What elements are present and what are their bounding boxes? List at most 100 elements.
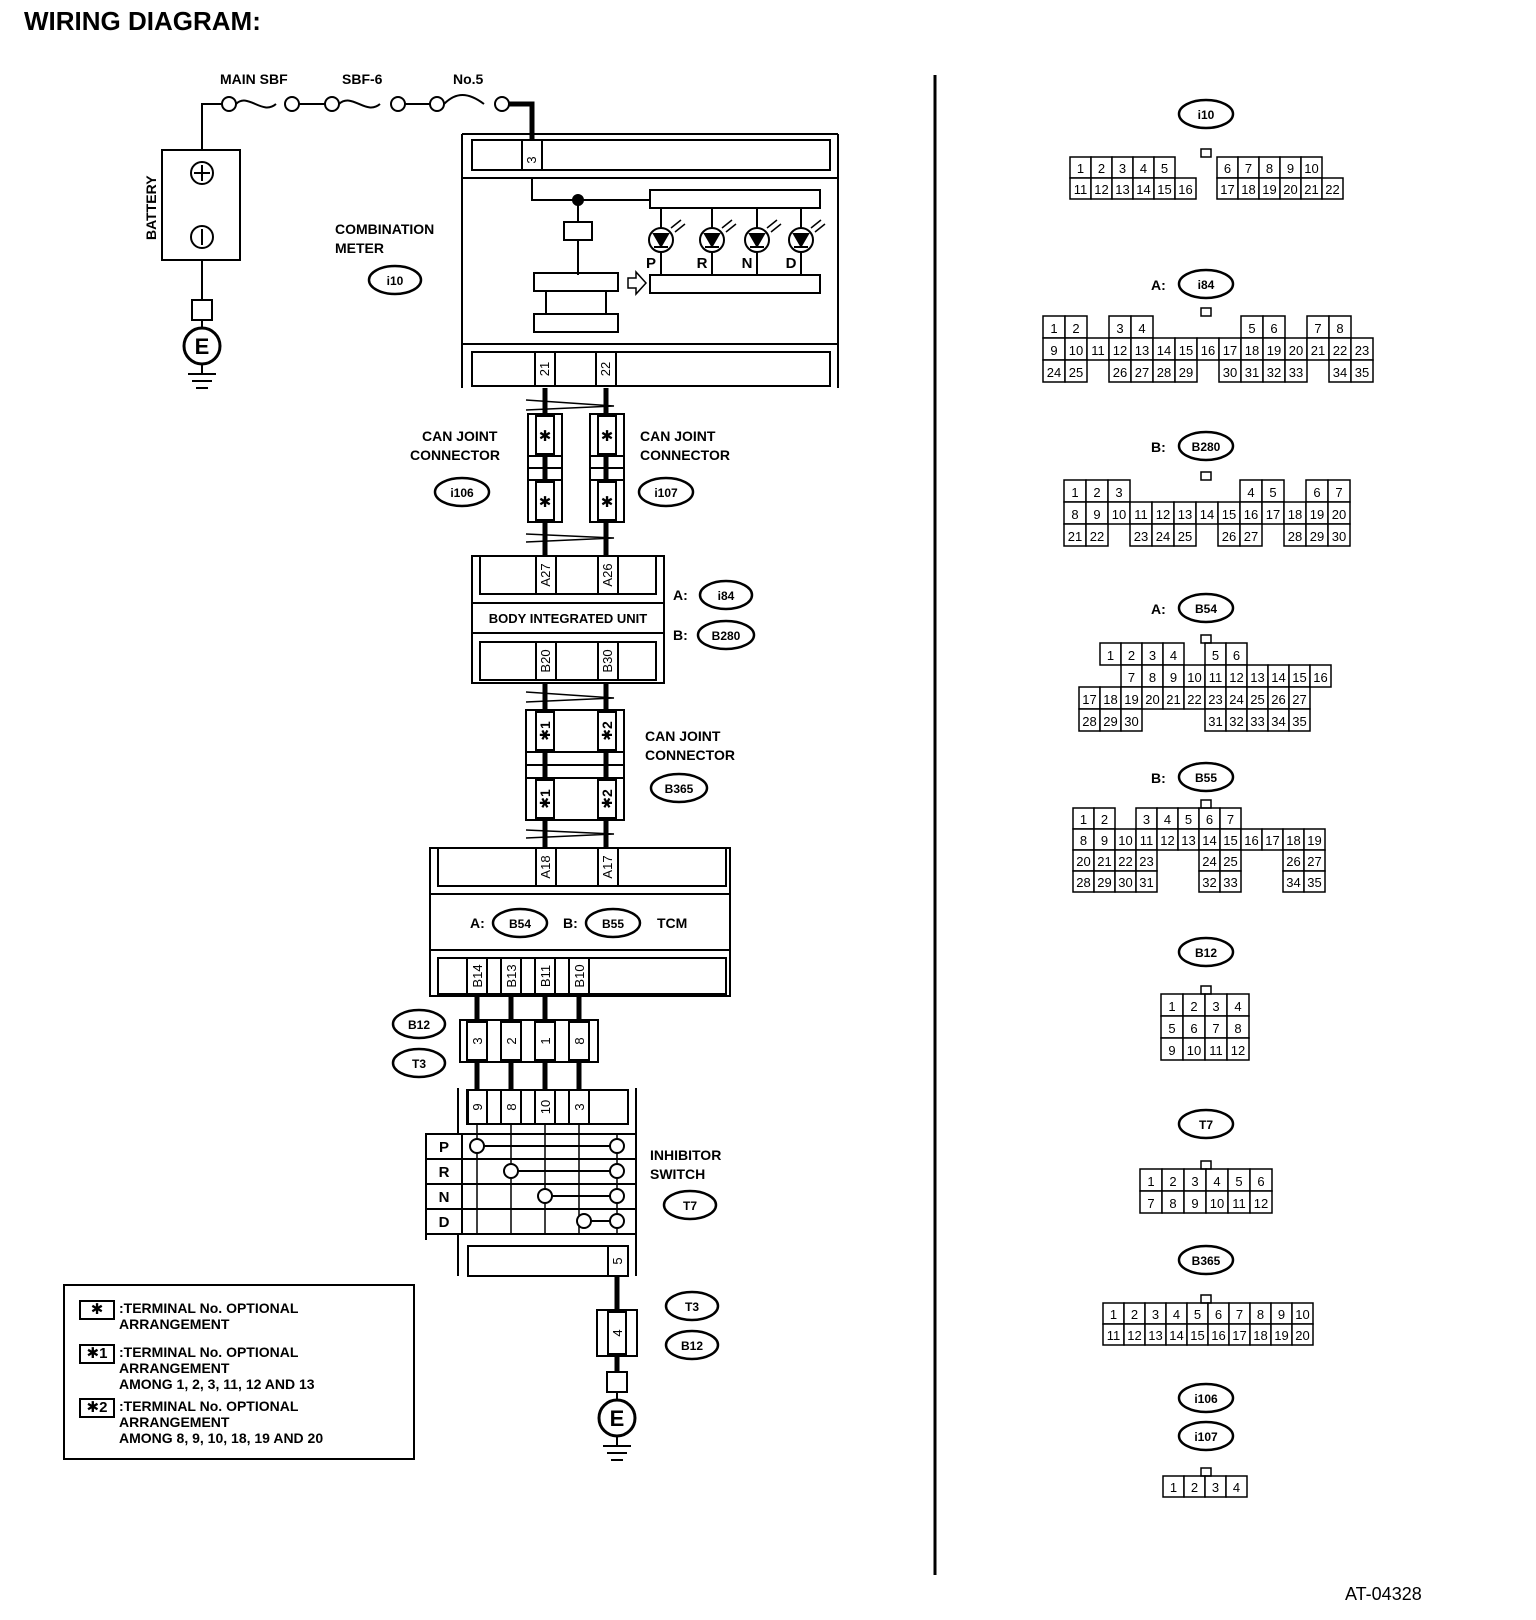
connector-pin-number: 22 bbox=[1325, 182, 1339, 197]
tcm-pin-b10: B10 bbox=[572, 964, 587, 987]
connector-pin-number: 11 bbox=[1232, 1196, 1246, 1211]
connector-pin-number: 9 bbox=[1168, 1043, 1175, 1058]
connector-pin-number: 13 bbox=[1115, 182, 1129, 197]
connector-pin-number: 12 bbox=[1094, 182, 1108, 197]
connector-pin-number: 32 bbox=[1229, 714, 1243, 729]
connector-pin-number: 13 bbox=[1250, 670, 1264, 685]
connector-pin-cell bbox=[1219, 870, 1242, 893]
switch-ground-label: E bbox=[610, 1406, 625, 1431]
connector-pin-number: 4 bbox=[1173, 1307, 1180, 1322]
connector-pin-number: 29 bbox=[1179, 365, 1193, 380]
connector-pin-number: 4 bbox=[1233, 1480, 1240, 1495]
inhibitor-position-p: P bbox=[439, 1139, 449, 1156]
connector-pin-number: 17 bbox=[1232, 1328, 1246, 1343]
document-id: AT-04328 bbox=[1345, 1584, 1422, 1604]
biu-b-prefix: B: bbox=[673, 627, 688, 643]
connector-pin-number: 6 bbox=[1190, 1021, 1197, 1036]
connector-pin-number: 13 bbox=[1135, 343, 1149, 358]
connector-pin-cell bbox=[1321, 177, 1344, 200]
connector-view-prefix: B: bbox=[1151, 439, 1166, 455]
connector-pin-number: 9 bbox=[1287, 161, 1294, 176]
connector-view-code: i106 bbox=[1194, 1392, 1218, 1406]
connector-pin-cell bbox=[1135, 870, 1158, 893]
connector-pin-number: 21 bbox=[1068, 529, 1082, 544]
connector-pin-cell bbox=[1174, 359, 1198, 383]
connector-pin-number: 23 bbox=[1208, 692, 1222, 707]
connector-pin-number: 10 bbox=[1187, 1043, 1201, 1058]
biu-a-code: i84 bbox=[718, 589, 735, 603]
led-label-r: R bbox=[697, 255, 708, 272]
connector-pin-number: 1 bbox=[1170, 1480, 1177, 1495]
tcm-a-prefix: A: bbox=[470, 915, 485, 931]
tcm-b-prefix: B: bbox=[563, 915, 578, 931]
connector-pin-number: 26 bbox=[1271, 692, 1285, 707]
connector-pin-cell bbox=[1225, 1475, 1248, 1498]
connector-pin-number: 11 bbox=[1140, 833, 1154, 848]
combination-meter-label-line1: COMBINATION bbox=[335, 221, 434, 237]
connector-pin-number: 10 bbox=[1295, 1307, 1309, 1322]
tcm-pin-b14: B14 bbox=[470, 964, 485, 987]
connector-pin-number: 15 bbox=[1157, 182, 1171, 197]
connector-pin-number: 24 bbox=[1047, 365, 1061, 380]
connector-pin-number: 19 bbox=[1310, 507, 1324, 522]
connector-pin-number: 12 bbox=[1127, 1328, 1141, 1343]
connector-pin-number: 10 bbox=[1118, 833, 1132, 848]
legend-text: :TERMINAL No. OPTIONAL ARRANGEMENT bbox=[119, 1300, 299, 1332]
legend-symbol: ✱2 bbox=[79, 1398, 115, 1418]
connector-pin-number: 5 bbox=[1248, 321, 1255, 336]
tcm-pin-a18: A18 bbox=[538, 855, 553, 878]
connector-pin-number: 10 bbox=[1069, 343, 1083, 358]
connector-pin-cell bbox=[1226, 1037, 1250, 1061]
connector-pin-number: 7 bbox=[1128, 670, 1135, 685]
connector-pin-number: 5 bbox=[1168, 1021, 1175, 1036]
connector-pin-cell bbox=[1327, 523, 1351, 547]
biu-b-code: B280 bbox=[712, 629, 741, 643]
connector-lock-tab bbox=[1200, 1294, 1212, 1304]
connector-pin-number: 18 bbox=[1253, 1328, 1267, 1343]
i106-star-lower: ✱ bbox=[539, 494, 552, 511]
legend-symbol: ✱1 bbox=[79, 1344, 115, 1364]
can-joint-i106-i107: ✱ ✱ ✱ ✱ CAN JOINT CONNECTOR i106 CAN JOI… bbox=[410, 388, 730, 556]
connector-view-code: B12 bbox=[1195, 946, 1217, 960]
connector-pin-number: 2 bbox=[1101, 812, 1108, 827]
led-label-d: D bbox=[786, 255, 797, 272]
t3-code: T3 bbox=[412, 1057, 426, 1071]
connector-pin-number: 27 bbox=[1292, 692, 1306, 707]
connector-pin-number: 19 bbox=[1274, 1328, 1288, 1343]
fuse-main-sbf-label: MAIN SBF bbox=[220, 71, 288, 87]
connector-pin-number: 30 bbox=[1332, 529, 1346, 544]
connector-pin-number: 11 bbox=[1074, 182, 1088, 197]
connector-pin-number: 8 bbox=[1266, 161, 1273, 176]
connector-pin-number: 13 bbox=[1181, 833, 1195, 848]
connector-pin-number: 20 bbox=[1076, 854, 1090, 869]
connector-view-code: B365 bbox=[1192, 1254, 1221, 1268]
connector-pin-number: 6 bbox=[1233, 648, 1240, 663]
connector-pin-number: 1 bbox=[1071, 485, 1078, 500]
connector-code-oval bbox=[1177, 1244, 1235, 1276]
connector-pin-number: 2 bbox=[1131, 1307, 1138, 1322]
connector-pin-number: 12 bbox=[1113, 343, 1127, 358]
connector-pin-number: 24 bbox=[1202, 854, 1216, 869]
connector-pin-number: 7 bbox=[1245, 161, 1252, 176]
led-icon bbox=[703, 233, 721, 248]
connector-pin-number: 14 bbox=[1271, 670, 1285, 685]
connector-pin-number: 2 bbox=[1169, 1174, 1176, 1189]
i107-star-upper: ✱ bbox=[601, 428, 614, 445]
tcm-b-code: B55 bbox=[602, 917, 624, 931]
connector-pin-number: 17 bbox=[1266, 507, 1280, 522]
connector-lock-tab bbox=[1200, 307, 1212, 317]
connector-pin-number: 30 bbox=[1118, 875, 1132, 890]
connector-code-oval bbox=[1177, 1420, 1235, 1452]
connector-pin-number: 31 bbox=[1208, 714, 1222, 729]
connector-code-oval bbox=[1177, 761, 1235, 793]
b12-code: B12 bbox=[408, 1018, 430, 1032]
connector-pin-number: 28 bbox=[1076, 875, 1090, 890]
legend: ✱:TERMINAL No. OPTIONAL ARRANGEMENT ✱1:T… bbox=[63, 1284, 415, 1460]
connector-view-code2: i107 bbox=[1194, 1430, 1218, 1444]
connector-pin-number: 35 bbox=[1307, 875, 1321, 890]
